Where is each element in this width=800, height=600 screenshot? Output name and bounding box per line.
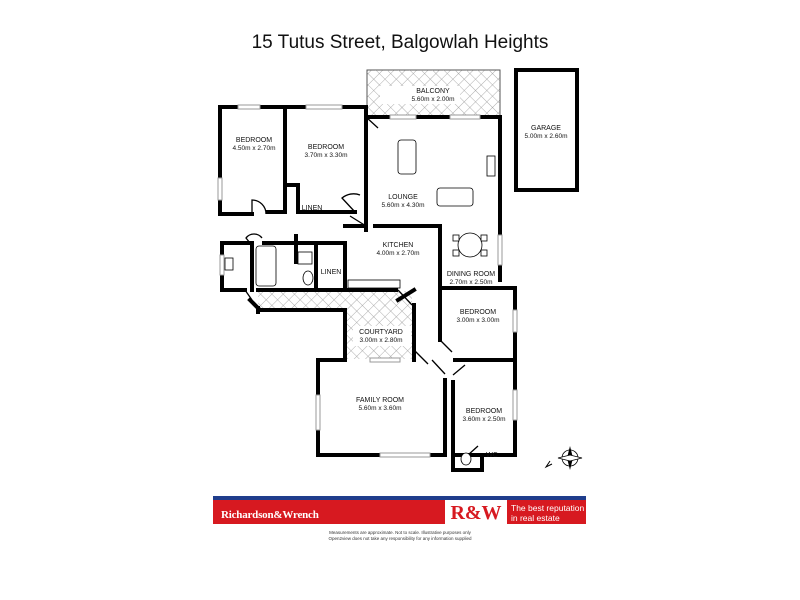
compass-icon [544,446,583,470]
banner-red-band: Richardson&Wrench [213,500,586,524]
room-label-balcony: BALCONY 5.60m x 2.00m [412,88,455,103]
svg-text:5.60m x 2.00m: 5.60m x 2.00m [412,96,455,103]
svg-text:BEDROOM: BEDROOM [466,408,502,415]
balcony-area [366,69,501,118]
svg-text:BEDROOM: BEDROOM [308,144,344,151]
room-label-family-room: FAMILY ROOM 5.60m x 3.60m [356,397,404,412]
garage-outline [514,68,579,192]
fixtures [224,139,496,466]
room-label-bedroom-2: BEDROOM 3.70m x 3.30m [305,144,348,159]
room-label-lounge: LOUNGE 5.60m x 4.30m [382,194,425,209]
svg-text:FAMILY ROOM: FAMILY ROOM [356,397,404,404]
plan-title: 15 Tutus Street, Balgowlah Heights [251,32,549,53]
room-label-bedroom-3: BEDROOM 3.00m x 3.00m [457,309,500,324]
svg-text:WC: WC [486,452,498,459]
room-label-bedroom-1: BEDROOM 4.50m x 2.70m [233,137,276,152]
room-label-kitchen: KITCHEN 4.00m x 2.70m [377,242,420,257]
brand-tagline: The best reputation in real estate [511,503,584,523]
disclaimer-line-2: Open2view does not take any responsibili… [328,536,472,541]
svg-text:BEDROOM: BEDROOM [236,137,272,144]
room-label-dining: DINING ROOM 2.70m x 2.50m [447,271,495,286]
svg-text:2.70m x 2.50m: 2.70m x 2.50m [450,279,493,286]
room-label-garage: GARAGE 5.00m x 2.60m [525,125,568,140]
disclaimer-line-1: Measurements are approximate. Not to sca… [329,530,471,535]
room-label-bedroom-4: BEDROOM 3.60m x 2.50m [463,408,506,423]
tagline-line-2: in real estate [511,513,560,523]
svg-text:LOUNGE: LOUNGE [388,194,418,201]
svg-text:4.00m x 2.70m: 4.00m x 2.70m [377,250,420,257]
svg-text:3.70m x 3.30m: 3.70m x 3.30m [305,152,348,159]
svg-text:3.60m x 2.50m: 3.60m x 2.50m [463,416,506,423]
svg-text:LINEN: LINEN [321,269,342,276]
svg-text:4.50m x 2.70m: 4.50m x 2.70m [233,145,276,152]
room-label-linen-2: LINEN [321,269,342,276]
doors [244,116,479,456]
room-label-linen-1: LINEN [302,205,323,212]
svg-text:BEDROOM: BEDROOM [460,309,496,316]
svg-text:5.60m x 3.60m: 5.60m x 3.60m [359,405,402,412]
logo-box: R&W [445,496,507,528]
courtyard-area [258,291,415,359]
svg-text:LINEN: LINEN [302,205,323,212]
svg-text:5.60m x 4.30m: 5.60m x 4.30m [382,202,425,209]
svg-text:DINING ROOM: DINING ROOM [447,271,495,278]
svg-text:5.00m x 2.60m: 5.00m x 2.60m [525,133,568,140]
tagline-line-1: The best reputation [511,503,585,513]
windows [217,104,518,458]
brand-logo: R&W [450,502,502,524]
svg-text:3.00m x 2.80m: 3.00m x 2.80m [360,337,403,344]
agency-banner: Richardson&Wrench R&W The best reputatio… [213,496,586,532]
room-label-wc: WC [486,452,498,459]
svg-text:3.00m x 3.00m: 3.00m x 3.00m [457,317,500,324]
room-label-courtyard: COURTYARD 3.00m x 2.80m [359,329,403,344]
svg-text:KITCHEN: KITCHEN [383,242,414,249]
svg-text:BALCONY: BALCONY [416,88,450,95]
svg-text:COURTYARD: COURTYARD [359,329,403,336]
banner-blue-stripe [213,496,586,500]
svg-text:GARAGE: GARAGE [531,125,561,132]
brand-name: Richardson&Wrench [221,509,319,521]
